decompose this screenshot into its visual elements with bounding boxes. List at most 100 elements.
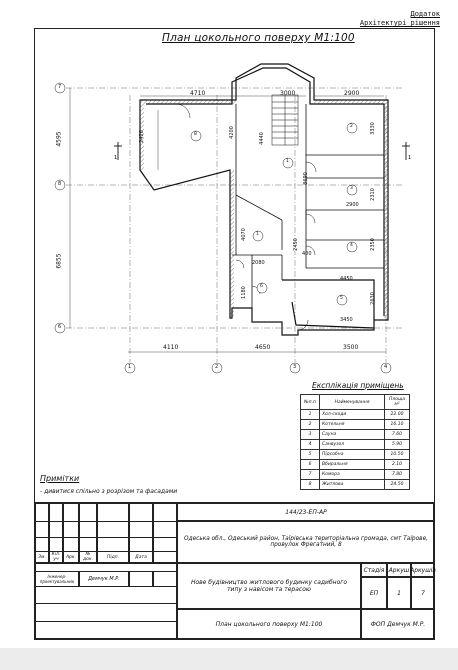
- dim-inner: 3330: [369, 122, 376, 135]
- table-cell: 8: [300, 479, 320, 490]
- axis-label-row: 8: [58, 181, 62, 187]
- dim-inner: 2310: [369, 188, 376, 201]
- date-cell: [153, 571, 177, 587]
- stage-label: Стадія: [361, 563, 387, 577]
- room-tag: 2: [350, 124, 353, 129]
- stage-value: ЕП: [361, 577, 387, 609]
- table-cell: 5: [300, 449, 320, 460]
- wall-hatching: [140, 100, 388, 320]
- axis-label-row: 7: [58, 84, 62, 90]
- axis-label-col: 1: [128, 364, 132, 370]
- header-line-2: Архітектурі рішення: [359, 19, 440, 27]
- col-label: Кіл. уч: [49, 551, 63, 563]
- dim-inner: 1180: [240, 286, 247, 299]
- dim-inner: 2080: [252, 260, 265, 266]
- table-cell: 16.10: [384, 419, 410, 430]
- notes-title: Примітки: [40, 474, 80, 483]
- role-label: Інженер-проектувальник: [35, 571, 79, 587]
- header-line-1: Додаток: [410, 10, 440, 18]
- sheets-value: 7: [411, 577, 435, 609]
- table-cell: 7.60: [384, 429, 410, 440]
- table-cell: Вбиральня: [319, 459, 385, 470]
- person-name: Демчук М.Р.: [79, 571, 129, 587]
- project-code: 144/23-ЕП-АР: [177, 503, 435, 521]
- stairs: [271, 94, 299, 146]
- table-cell: 10.50: [384, 449, 410, 460]
- dim-inner: 4200: [228, 126, 235, 139]
- axis-label-row: 6: [58, 324, 62, 330]
- axis-label-col: 2: [215, 364, 219, 370]
- dim-left: 4595: [55, 131, 63, 147]
- col-label: Дата: [129, 551, 153, 563]
- axis-label-col: 4: [384, 364, 388, 370]
- axis-label-col: 3: [293, 364, 297, 370]
- table-cell: Котельня: [319, 419, 385, 430]
- col-label: № док.: [79, 551, 97, 563]
- table-cell: 4: [300, 439, 320, 450]
- room-tag: 4: [350, 243, 353, 248]
- room-tags: [190, 122, 358, 306]
- axis-bubbles: [54, 82, 392, 374]
- dim-inner: 8690: [302, 172, 309, 185]
- table-cell: Підсобна: [319, 449, 385, 460]
- col-label: Зм.: [35, 551, 49, 563]
- interior-walls: [232, 104, 384, 308]
- room-tag: 6: [260, 284, 263, 289]
- dimension-lines: [69, 88, 386, 353]
- table-cell: 22.00: [384, 409, 410, 420]
- project-name: Нове будівництво житлового будинку садиб…: [177, 563, 361, 609]
- room-tag: 1: [256, 232, 259, 237]
- dim-top: 2900: [344, 90, 360, 97]
- room-tag: 5: [340, 296, 343, 301]
- table-cell: Санвузол: [319, 439, 385, 450]
- room-tag: 1: [286, 159, 289, 164]
- table-cell: 7: [300, 469, 320, 480]
- table-cell: 7.80: [384, 469, 410, 480]
- dim-left: 6855: [55, 253, 63, 269]
- table-cell: 2: [300, 419, 320, 430]
- table-cell: Сауна: [319, 429, 385, 440]
- table-header-row: №п.п Найменування Площа м²: [300, 394, 410, 410]
- table-cell: Хол-сходи: [319, 409, 385, 420]
- dim-inner: 400: [302, 251, 312, 257]
- project-address: Одеська обл., Одеський район, Таїрівська…: [177, 521, 435, 563]
- outer-walls: [139, 63, 389, 336]
- column-header: Площа м²: [384, 394, 410, 410]
- room-tag: 8: [194, 132, 197, 137]
- dim-top: 3000: [280, 90, 296, 97]
- sheet-title: План цокольного поверху М1:100: [177, 609, 361, 640]
- sheets-label: Аркушів: [410, 563, 436, 577]
- grid-col: [153, 503, 177, 563]
- page-bottom-band: [0, 648, 458, 670]
- table-cell: 1: [300, 409, 320, 420]
- dim-bottom: 4110: [163, 344, 179, 351]
- table-cell: 6: [300, 459, 320, 470]
- signature-cell: [129, 571, 153, 587]
- room-tag: 3: [350, 186, 353, 191]
- dim-inner: 2630: [369, 292, 376, 305]
- table-cell: Комора: [319, 469, 385, 480]
- table-cell: 5.90: [384, 439, 410, 450]
- col-label: Арк.: [63, 551, 79, 563]
- floor-plan: 1 1: [54, 63, 411, 374]
- dim-inner: 2420: [138, 130, 145, 143]
- dim-inner: 2450: [292, 238, 299, 251]
- table-cell: 3: [300, 429, 320, 440]
- title-block: 144/23-ЕП-АР Одеська обл., Одеський райо…: [34, 502, 436, 640]
- table-cell: 2.10: [384, 459, 410, 470]
- dim-inner: 4070: [240, 228, 247, 241]
- dim-top: 4710: [190, 90, 206, 97]
- dim-inner: 2350: [369, 238, 376, 251]
- explication-title: Експлікація приміщень: [312, 381, 404, 390]
- dim-inner: 2900: [346, 202, 359, 208]
- dim-bottom: 3500: [343, 344, 359, 351]
- svg-text:1: 1: [408, 155, 411, 161]
